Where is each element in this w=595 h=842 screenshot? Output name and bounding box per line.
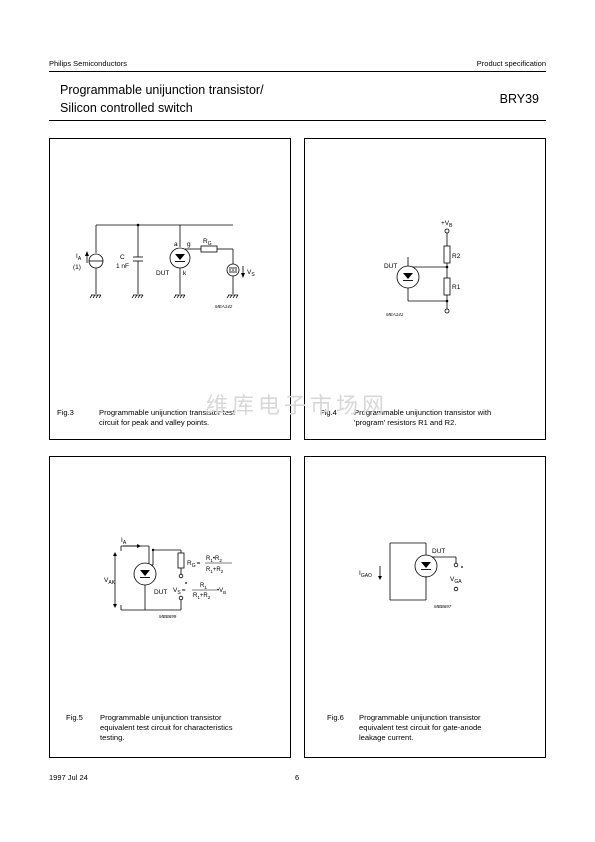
fig6-code: MBB697 — [434, 604, 452, 609]
fig5-rg-formula: RG= — [187, 560, 201, 569]
fig3-code: MEA142 — [215, 304, 233, 309]
product-code: BRY39 — [499, 92, 539, 106]
fig3-vs-label: VS — [247, 269, 255, 278]
figure-6-panel — [304, 456, 546, 758]
fig6-vga-label: VGA — [450, 576, 462, 585]
page-number: 6 — [295, 773, 300, 782]
fig5-rg-numerator: R1•R2 — [206, 556, 222, 563]
ground-symbols — [89, 294, 239, 299]
figure-4-panel — [304, 138, 546, 440]
fig5-vak-label: VAK — [104, 577, 116, 586]
document-type: Product specification — [476, 59, 546, 68]
fig3-ia-note: (1) — [73, 264, 81, 271]
fig3-caption-line-1: Programmable unijunction transistor test — [99, 408, 235, 417]
fig3-anode-label: a — [174, 241, 178, 248]
title-line-2: Silicon controlled switch — [60, 101, 193, 115]
title-rule — [49, 120, 546, 121]
fig3-c-label: C — [120, 254, 125, 261]
fig6-igao-label: IGAO — [359, 570, 372, 579]
figure-3-circuit: IA (1) C 1 nF a g k DUT RG VS MEA142 — [73, 223, 255, 309]
fig3-dut-label: DUT — [156, 270, 169, 277]
fig3-cathode-label: k — [183, 270, 187, 277]
fig5-caption-line-3: testing. — [100, 733, 125, 742]
fig6-caption-line-2: equivalent test circuit for gate-anode — [359, 723, 482, 732]
fig6-dut-label: DUT — [432, 548, 445, 555]
fig3-gate-label: g — [187, 241, 191, 248]
fig4-caption-line-2: 'program' resistors R1 and R2. — [354, 418, 457, 427]
figure-5-panel — [49, 456, 291, 758]
fig4-code: MEA141 — [386, 312, 404, 317]
title-line-1: Programmable unijunction transistor/ — [60, 83, 264, 97]
figure-6-circuit: IGAO DUT VGA MBB697 — [359, 542, 463, 609]
fig6-number: Fig.6 — [327, 713, 344, 722]
fig6-caption-line-3: leakage current. — [359, 733, 414, 742]
fig5-vs-numerator: R1 — [200, 583, 207, 590]
watermark: 维库电子市场网 — [206, 394, 389, 419]
fig4-caption-line-1: Programmable unijunction transistor with — [354, 408, 492, 417]
fig3-ia-label: IA — [76, 253, 82, 262]
company-name: Philips Semiconductors — [49, 59, 127, 68]
fig5-vs-denominator: R1+R2 — [193, 593, 211, 600]
figure-4-circuit: +VB R2 R1 DUT MEA141 — [384, 220, 461, 317]
fig4-r2-label: R2 — [452, 253, 461, 260]
fig5-vs-formula: VS= — [173, 587, 186, 596]
header-rule — [49, 71, 546, 72]
fig5-number: Fig.5 — [66, 713, 83, 722]
fig3-rg-label: RG — [203, 238, 212, 247]
fig5-caption-line-1: Programmable unijunction transistor — [100, 713, 222, 722]
fig3-number: Fig.3 — [57, 408, 74, 417]
fig5-dut-label: DUT — [154, 589, 167, 596]
fig5-caption-line-2: equivalent test circuit for characterist… — [100, 723, 233, 732]
fig4-r1-label: R1 — [452, 284, 461, 291]
figure-3-panel — [49, 138, 291, 440]
fig5-rg-denominator: R1+R2 — [206, 567, 224, 574]
fig5-code: MBB699 — [159, 614, 177, 619]
fig4-dut-label: DUT — [384, 263, 397, 270]
footer-date: 1997 Jul 24 — [49, 773, 88, 782]
fig4-vb-label: +VB — [441, 220, 453, 229]
page-title: Programmable unijunction transistor/ Sil… — [60, 81, 264, 117]
fig3-caption-line-2: circuit for peak and valley points. — [99, 418, 210, 427]
fig5-vs-vb: •VB — [217, 588, 226, 595]
figure-5-circuit: IA VAK DUT RG= R1•R2 R1+R2 VS= R1 R1+R2 … — [104, 537, 232, 619]
fig5-ia-label: IA — [121, 537, 127, 546]
fig6-caption-line-1: Programmable unijunction transistor — [359, 713, 481, 722]
fig3-c-value: 1 nF — [116, 263, 129, 270]
fig4-number: Fig.4 — [320, 408, 337, 417]
